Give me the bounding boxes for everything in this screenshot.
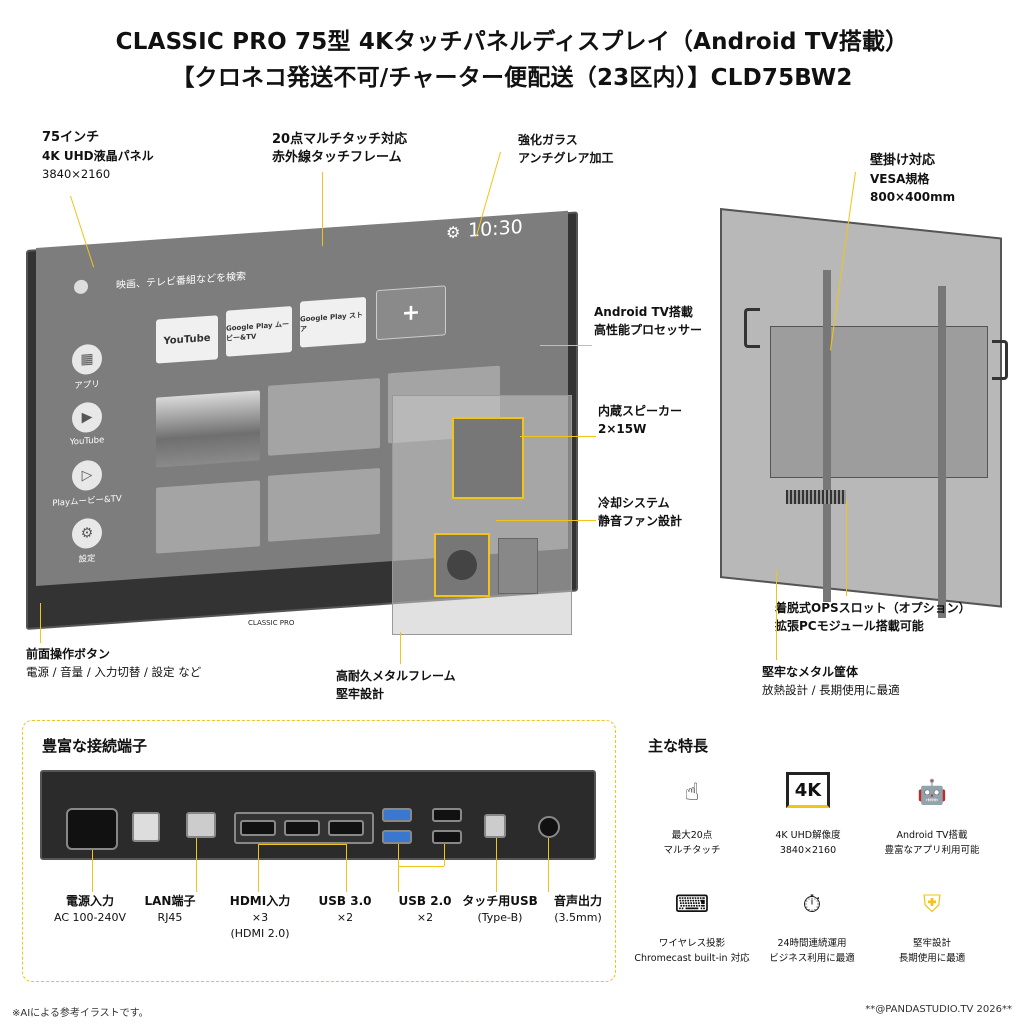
feature-android: Android TV搭載豊富なアプリ利用可能 [884, 830, 980, 856]
app-tile-add[interactable]: + [376, 285, 446, 341]
hdmi-port[interactable] [240, 820, 276, 836]
ops-slot [786, 490, 846, 504]
shield-icon: ⛨ [923, 890, 941, 918]
hdmi-port[interactable] [284, 820, 320, 836]
app-tile-play-movies[interactable]: Google Play ムービー&TV [226, 306, 292, 357]
ports-heading: 豊富な接続端子 [42, 737, 148, 755]
app-tile-play-store[interactable]: Google Play ストア [300, 296, 366, 348]
touch-hand-icon: ☝ [684, 778, 700, 806]
page-subtitle: 【クロネコ発送不可/チャーター便配送（23区内）】CLD75BW2 [171, 65, 853, 91]
screen-clock: 10:30 [468, 215, 523, 242]
android-icon: 🤖 [917, 778, 947, 806]
port-label-usb3: USB 3.0×2 [318, 894, 372, 924]
vesa-rail [938, 286, 946, 618]
audio-out-port[interactable] [538, 816, 560, 838]
callout-ops: 着脱式OPSスロット（オプション）拡張PCモジュール搭載可能 [775, 601, 971, 633]
callout-body: 堅牢なメタル筐体放熱設計 / 長期使用に最適 [762, 665, 900, 697]
usb2-port[interactable] [432, 808, 462, 822]
4k-badge-icon: 4K [786, 772, 830, 808]
clock-24-icon: ⏱ [802, 890, 822, 918]
port-label-hdmi: HDMI入力×3(HDMI 2.0) [229, 894, 291, 940]
vesa-rail [823, 270, 831, 602]
port-label-usb2: USB 2.0×2 [398, 894, 452, 924]
usb3-port[interactable] [382, 830, 412, 844]
callout-front-buttons: 前面操作ボタン電源 / 音量 / 入力切替 / 設定 など [26, 647, 202, 679]
side-label-settings: 設定 [78, 553, 96, 566]
callout-glass: 強化ガラスアンチグレア加工 [518, 133, 614, 165]
features-heading: 主な特長 [648, 737, 709, 755]
feature-touch: 最大20点マルチタッチ [663, 830, 721, 856]
callout-android: Android TV搭載高性能プロセッサー [594, 305, 703, 337]
content-thumbnail[interactable] [156, 390, 260, 468]
callout-touch: 20点マルチタッチ対応赤外線タッチフレーム [272, 132, 408, 165]
callout-cooling: 冷却システム静音ファン設計 [598, 496, 683, 528]
settings-gear-icon[interactable]: ⚙ [446, 222, 461, 243]
content-tile[interactable] [268, 467, 380, 542]
front-brand-logo: CLASSIC PRO [248, 619, 295, 627]
rear-handle-left [744, 308, 760, 348]
speaker-module [498, 538, 538, 594]
assistant-icon [74, 279, 88, 295]
lan-port[interactable] [186, 812, 216, 838]
apps-grid-icon[interactable]: ▦ [72, 343, 102, 376]
port-label-touch-usb: タッチ用USB(Type-B) [462, 894, 538, 924]
footer-credit: **@PANDASTUDIO.TV 2026** [865, 1004, 1012, 1015]
page-title: CLASSIC PRO 75型 4Kタッチパネルディスプレイ（Android T… [115, 29, 909, 55]
power-switch[interactable] [132, 812, 160, 842]
usb3-port[interactable] [382, 808, 412, 822]
rear-handle-right [992, 340, 1008, 380]
mainboard-chip [452, 417, 524, 499]
vesa-mount-bracket [770, 326, 988, 478]
content-tile[interactable] [268, 377, 380, 456]
ports-section [22, 720, 616, 982]
power-inlet-port[interactable] [66, 808, 118, 850]
hdmi-port[interactable] [328, 820, 364, 836]
play-movies-icon[interactable]: ▷ [72, 459, 102, 492]
port-label-audio: 音声出力(3.5mm) [553, 894, 602, 924]
side-label-youtube: YouTube [69, 435, 105, 448]
content-tile[interactable] [156, 480, 260, 554]
touch-usb-port[interactable] [484, 814, 506, 838]
settings-icon[interactable]: ⚙ [72, 517, 102, 550]
cast-icon: ⌨ [674, 890, 710, 918]
app-tile-youtube[interactable]: YouTube [156, 315, 218, 364]
feature-24h: 24時間連続運用ビジネス利用に最適 [769, 938, 855, 964]
side-label-play: Playムービー&TV [52, 494, 122, 509]
footer-note: ※AIによる参考イラストです。 [12, 1008, 149, 1019]
usb2-port[interactable] [432, 830, 462, 844]
cooling-fan [434, 533, 490, 597]
screen-search-text[interactable]: 映画、テレビ番組などを検索 [116, 271, 246, 292]
feature-durable: 堅牢設計長期使用に最適 [898, 938, 966, 964]
callout-metal-frame: 高耐久メタルフレーム堅牢設計 [336, 669, 456, 701]
youtube-icon[interactable]: ▶ [72, 401, 102, 434]
side-label-apps: アプリ [74, 379, 100, 392]
